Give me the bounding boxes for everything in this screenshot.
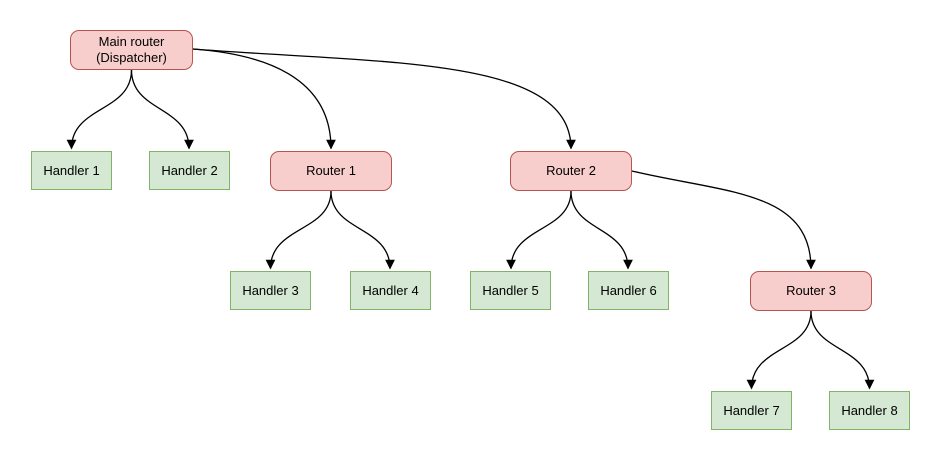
node-handler6: Handler 6: [588, 271, 669, 310]
node-handler3: Handler 3: [230, 271, 311, 310]
edge-router2-to-handler5: [506, 190, 572, 270]
node-main-router: Main router (Dispatcher): [70, 30, 193, 70]
node-handler5: Handler 5: [470, 271, 551, 310]
edge-router2-to-handler6: [570, 190, 633, 270]
node-handler1-label: Handler 1: [43, 162, 100, 178]
node-handler6-label: Handler 6: [600, 282, 657, 298]
node-router1: Router 1: [270, 151, 392, 191]
edge-router1-to-handler3: [265, 190, 332, 270]
node-router2-label: Router 2: [546, 163, 596, 178]
node-handler8: Handler 8: [829, 391, 910, 430]
edge-router3-to-handler7: [746, 310, 812, 390]
node-handler4: Handler 4: [350, 271, 431, 310]
node-handler2: Handler 2: [149, 151, 230, 190]
node-router1-label: Router 1: [306, 163, 356, 178]
edge-main-router-to-router1: [192, 48, 336, 150]
edge-main-router-to-router2: [192, 48, 576, 150]
node-handler4-label: Handler 4: [362, 282, 419, 298]
edge-router1-to-handler4: [330, 190, 395, 270]
edge-main-router-to-handler1: [66, 69, 133, 150]
node-router3-label: Router 3: [786, 283, 836, 298]
node-router3: Router 3: [750, 271, 872, 311]
node-handler7-label: Handler 7: [723, 402, 780, 418]
node-handler3-label: Handler 3: [242, 282, 299, 298]
edge-main-router-to-handler2: [130, 69, 194, 150]
node-handler8-label: Handler 8: [841, 402, 898, 418]
node-main-router-label-line2: (Dispatcher): [96, 50, 167, 65]
edge-router2-to-router3: [631, 170, 816, 270]
node-handler2-label: Handler 2: [161, 162, 218, 178]
node-handler7: Handler 7: [711, 391, 792, 430]
node-handler1: Handler 1: [31, 151, 112, 190]
node-handler5-label: Handler 5: [482, 282, 539, 298]
node-main-router-label-line1: Main router: [98, 34, 165, 49]
node-router2: Router 2: [510, 151, 632, 191]
edge-router3-to-handler8: [810, 310, 875, 390]
